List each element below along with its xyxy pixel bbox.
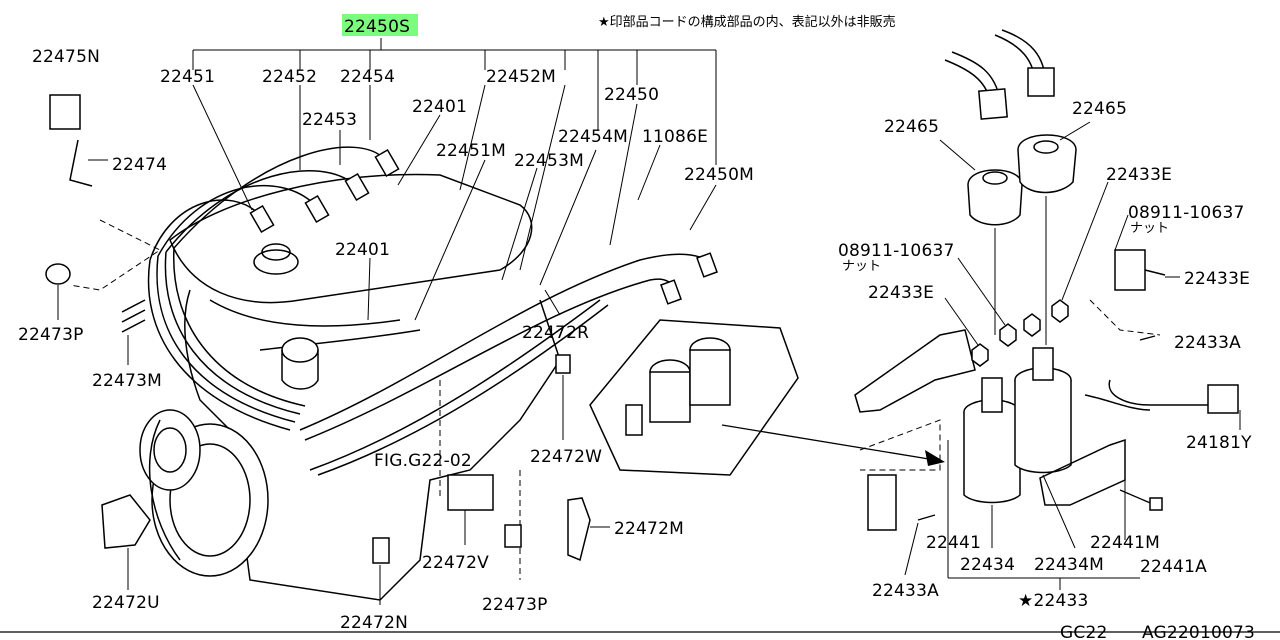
part-label-22473P-left[interactable]: 22473P: [18, 325, 84, 345]
part-label-22453M[interactable]: 22453M: [514, 151, 584, 171]
part-label-22401-mid[interactable]: 22401: [335, 240, 390, 260]
part-label-22472V[interactable]: 22472V: [422, 553, 489, 573]
assembly-label-22450S[interactable]: 22450S: [344, 17, 410, 37]
plug-wire-harness: [147, 146, 718, 476]
part-label-22475N[interactable]: 22475N: [32, 47, 100, 67]
part-label-22433E-top[interactable]: 22433E: [1106, 165, 1172, 185]
part-label-22473P-bottom[interactable]: 22473P: [482, 595, 548, 615]
part-label-22451[interactable]: 22451: [160, 67, 215, 87]
part-label-22454M[interactable]: 22454M: [558, 127, 628, 147]
part-label-22401-top[interactable]: 22401: [412, 97, 467, 117]
coil-detail: [854, 29, 1239, 531]
nut-label-left: ナット: [842, 259, 881, 274]
part-label-11086E[interactable]: 11086E: [642, 127, 708, 147]
part-label-22433A-bottom[interactable]: 22433A: [872, 581, 939, 601]
part-label-22441M[interactable]: 22441M: [1090, 533, 1160, 553]
part-label-08911-10637-left[interactable]: 08911-10637: [838, 241, 955, 261]
part-label-22452[interactable]: 22452: [262, 67, 317, 87]
part-label-22441A[interactable]: 22441A: [1140, 557, 1207, 577]
part-label-22433E-right[interactable]: 22433E: [1184, 269, 1250, 289]
part-label-22450[interactable]: 22450: [604, 85, 659, 105]
engine-block: [139, 173, 561, 601]
part-label-22433E-left[interactable]: 22433E: [868, 283, 934, 303]
part-label-22472U[interactable]: 22472U: [92, 593, 160, 613]
part-label-22473M[interactable]: 22473M: [92, 371, 162, 391]
footer-section: GC22: [1060, 623, 1107, 640]
part-label-22433[interactable]: ★22433: [1018, 591, 1089, 611]
part-label-22465-right[interactable]: 22465: [1072, 99, 1127, 119]
part-label-22434M[interactable]: 22434M: [1034, 555, 1104, 575]
part-label-22450M[interactable]: 22450M: [684, 165, 754, 185]
part-labels: 22475N 22474 22473P 22473M 22472U 22451 …: [18, 47, 1252, 633]
part-label-22474[interactable]: 22474: [112, 155, 167, 175]
bottom-bracket: [947, 440, 1140, 590]
part-label-22433A-right[interactable]: 22433A: [1174, 333, 1241, 353]
part-label-22434[interactable]: 22434: [960, 555, 1015, 575]
parts-note: ★印部品コードの構成部品の内、表記以外は非販売: [598, 14, 896, 30]
part-label-22472R[interactable]: 22472R: [522, 323, 589, 343]
coil-mount-outline: [589, 319, 799, 476]
part-label-22472M[interactable]: 22472M: [614, 519, 684, 539]
clip-parts-left: [45, 94, 151, 549]
part-label-22452M[interactable]: 22452M: [486, 67, 556, 87]
coil-assembly-small: [625, 337, 731, 436]
oil-cap: [253, 249, 299, 275]
part-label-22472N[interactable]: 22472N: [340, 613, 408, 633]
leader-lines: [57, 84, 1241, 605]
part-label-22441[interactable]: 22441: [926, 533, 981, 553]
clip-parts-center: [372, 354, 591, 564]
part-label-22454[interactable]: 22454: [340, 67, 395, 87]
part-label-08911-10637-right[interactable]: 08911-10637: [1128, 203, 1245, 223]
detail-arrow-head: [925, 450, 945, 466]
part-label-22465-left[interactable]: 22465: [884, 117, 939, 137]
part-label-22453[interactable]: 22453: [302, 110, 357, 130]
part-label-22451M[interactable]: 22451M: [436, 141, 506, 161]
footer-drawing-id: AG22010073: [1142, 623, 1255, 640]
part-label-24181Y[interactable]: 24181Y: [1186, 433, 1252, 453]
part-label-22472W[interactable]: 22472W: [530, 447, 602, 467]
assembly-highlight: [342, 14, 418, 36]
assembly-bracket: [192, 38, 717, 165]
figure-reference[interactable]: FIG.G22-02: [374, 451, 472, 471]
detail-arrow: [721, 424, 936, 461]
nut-label-right: ナット: [1130, 221, 1169, 236]
dashed-guides: [69, 219, 1161, 580]
